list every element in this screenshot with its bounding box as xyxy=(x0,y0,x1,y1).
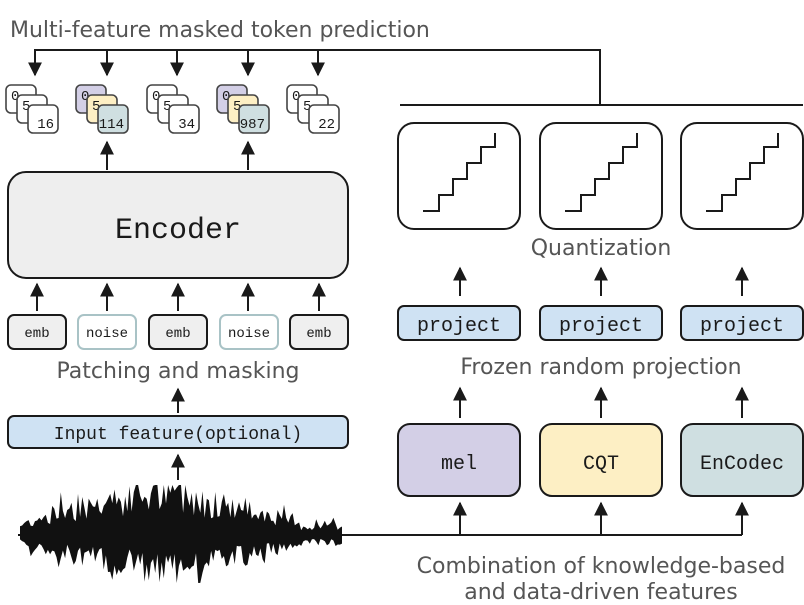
project-box xyxy=(680,305,804,341)
token-value: 0 xyxy=(292,89,300,105)
step-function-icon xyxy=(565,133,638,212)
project-to-quantizer-arrows xyxy=(453,266,749,296)
patch-label: emb xyxy=(306,326,331,342)
feature-box xyxy=(397,423,521,497)
quantizer-row xyxy=(397,122,804,230)
combination-label-line1: Combination of knowledge-based xyxy=(417,554,786,579)
token-box xyxy=(27,104,59,134)
token-value: 5 xyxy=(303,99,311,115)
feature-label: mel xyxy=(441,453,477,476)
waveform-feature-lines xyxy=(342,501,749,536)
token-value: 0 xyxy=(11,89,19,105)
project-box xyxy=(539,305,663,341)
patch-box xyxy=(77,314,137,350)
token-value: 22 xyxy=(318,117,335,133)
patch-box xyxy=(7,314,67,350)
token-value: 5 xyxy=(92,99,100,115)
patch-row: emb noise emb noise emb xyxy=(7,314,349,350)
token-value: 34 xyxy=(178,117,195,133)
encoder-label: Encoder xyxy=(115,214,241,248)
quantizer-box xyxy=(397,122,521,230)
project-label: project xyxy=(417,315,501,338)
token-box xyxy=(238,104,270,134)
project-row: project project project xyxy=(397,305,804,341)
feature-box xyxy=(680,423,804,497)
project-label: project xyxy=(559,315,643,338)
token-stack: 05 114 xyxy=(75,84,129,134)
token-stack: 05 34 xyxy=(146,84,200,134)
token-value: 5 xyxy=(22,99,30,115)
encoder-output-arrows xyxy=(100,140,255,170)
patch-label: noise xyxy=(86,326,128,342)
token-value: 987 xyxy=(240,117,265,133)
quantizer-box xyxy=(539,122,663,230)
projection-label: Frozen random projection xyxy=(460,355,741,380)
step-function-icon xyxy=(706,133,779,212)
patch-label: emb xyxy=(165,326,190,342)
token-value: 0 xyxy=(81,89,89,105)
diagram-title: Multi-feature masked token prediction xyxy=(10,18,430,43)
token-value: 0 xyxy=(222,89,230,105)
feature-row: mel CQT EnCodec xyxy=(397,423,804,497)
patch-box xyxy=(289,314,349,350)
quantization-label: Quantization xyxy=(531,236,672,261)
encoder-block: Encoder xyxy=(7,171,349,279)
token-value: 114 xyxy=(99,117,124,133)
token-box xyxy=(97,104,129,134)
token-value: 0 xyxy=(152,89,160,105)
patch-box xyxy=(219,314,279,350)
input-feature-block: Input feature(optional) xyxy=(7,415,349,449)
patch-arrows xyxy=(30,282,326,311)
audio-waveform xyxy=(18,485,345,583)
patch-label: emb xyxy=(24,326,49,342)
token-stack: 05 22 xyxy=(286,84,340,134)
feature-box xyxy=(539,423,663,497)
token-value: 5 xyxy=(233,99,241,115)
token-box xyxy=(308,104,340,134)
token-value: 16 xyxy=(37,117,54,133)
project-label: project xyxy=(700,315,784,338)
combination-label-line2: and data-driven features xyxy=(464,580,737,605)
token-stack: 05 987 xyxy=(216,84,270,134)
patching-label: Patching and masking xyxy=(57,359,300,384)
patch-label: noise xyxy=(228,326,270,342)
token-stack: 05 16 xyxy=(5,84,59,134)
token-box xyxy=(168,104,200,134)
feature-label: EnCodec xyxy=(700,453,784,476)
prediction-feedback-lines xyxy=(28,49,803,106)
feature-label: CQT xyxy=(583,453,619,476)
patch-box xyxy=(148,314,208,350)
token-value: 5 xyxy=(163,99,171,115)
step-function-icon xyxy=(423,133,496,212)
input-feature-label: Input feature(optional) xyxy=(54,425,302,445)
quantizer-box xyxy=(680,122,804,230)
feature-to-project-arrows xyxy=(453,386,749,418)
project-box xyxy=(397,305,521,341)
